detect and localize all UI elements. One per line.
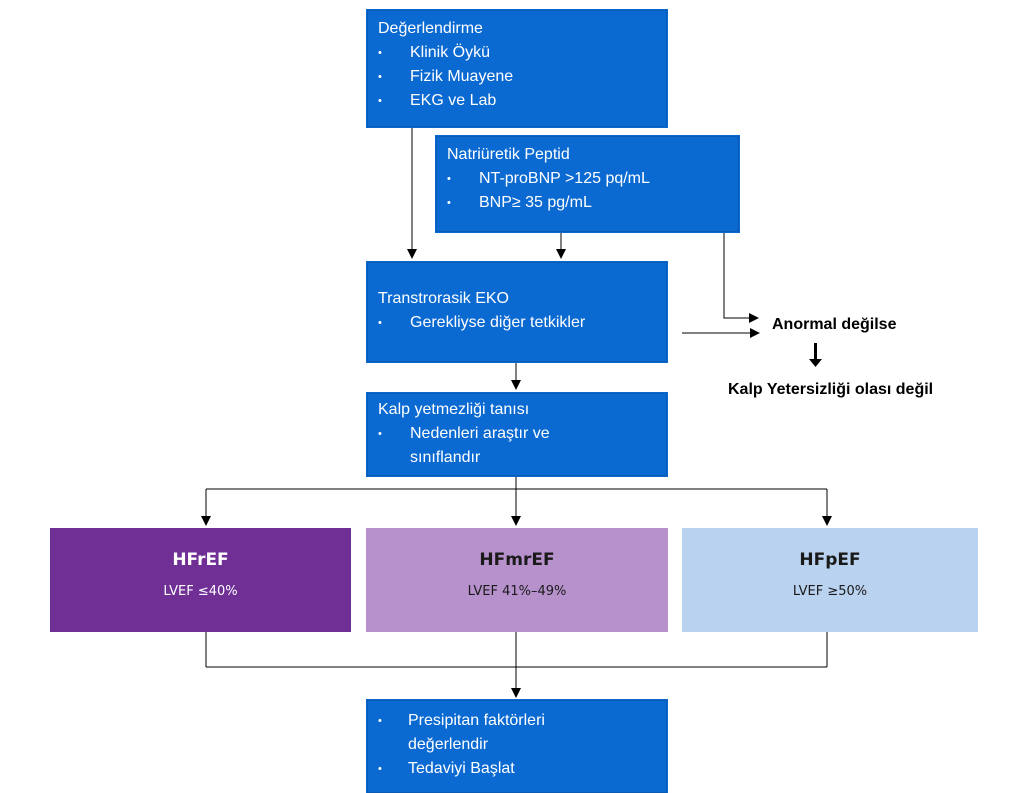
abnormal-note: Anormal değilse	[772, 316, 897, 333]
assessment-box: Değerlendirme Klinik Öykü Fizik Muayene …	[367, 10, 667, 127]
echo-box: Transtrorasik EKO Gerekliyse diğer tetki…	[367, 262, 667, 362]
class-hfmref-name: HFmrEF	[479, 550, 555, 570]
class-hfmref-range: LVEF 41%–49%	[467, 584, 567, 599]
echo-item: Gerekliyse diğer tetkikler	[378, 311, 656, 335]
assessment-item: Fizik Muayene	[378, 65, 656, 89]
class-hfpef-name: HFpEF	[799, 550, 861, 570]
natriuretic-title: Natriüretik Peptid	[447, 146, 570, 163]
class-hfpef: HFpEF LVEF ≥50%	[682, 528, 978, 632]
natriuretic-peptide-box: Natriüretik Peptid NT-proBNP >125 pq/mL …	[436, 136, 739, 232]
class-hfref-name: HFrEF	[172, 550, 229, 570]
natriuretic-item: NT-proBNP >125 pq/mL	[447, 167, 728, 191]
natriuretic-item: BNP≥ 35 pg/mL	[447, 191, 728, 215]
diagnosis-item: Nedenleri araştır ve sınıflandır	[378, 422, 656, 470]
assessment-item: Klinik Öykü	[378, 41, 656, 65]
treatment-box: Presipitan faktörleri değerlendir Tedavi…	[367, 700, 667, 793]
echo-title: Transtrorasik EKO	[378, 290, 509, 307]
diagnosis-title: Kalp yetmezliği tanısı	[378, 401, 530, 418]
class-hfpef-range: LVEF ≥50%	[792, 584, 868, 599]
treatment-item: Presipitan faktörleri değerlendir	[378, 709, 656, 757]
treatment-item: Tedaviyi Başlat	[378, 757, 656, 781]
arrow-abnormal-to-conclusion	[809, 343, 822, 367]
diagnosis-box: Kalp yetmezliği tanısı Nedenleri araştır…	[367, 393, 667, 476]
class-hfmref: HFmrEF LVEF 41%–49%	[366, 528, 668, 632]
arrow-natriuretic-to-abnormal	[723, 233, 759, 323]
assessment-title: Değerlendirme	[378, 20, 483, 37]
class-hfref: HFrEF LVEF ≤40%	[50, 528, 351, 632]
conclusion-note: Kalp Yetersizliği olası değil	[728, 381, 934, 398]
class-hfref-range: LVEF ≤40%	[163, 584, 238, 599]
assessment-item: EKG ve Lab	[378, 89, 656, 113]
